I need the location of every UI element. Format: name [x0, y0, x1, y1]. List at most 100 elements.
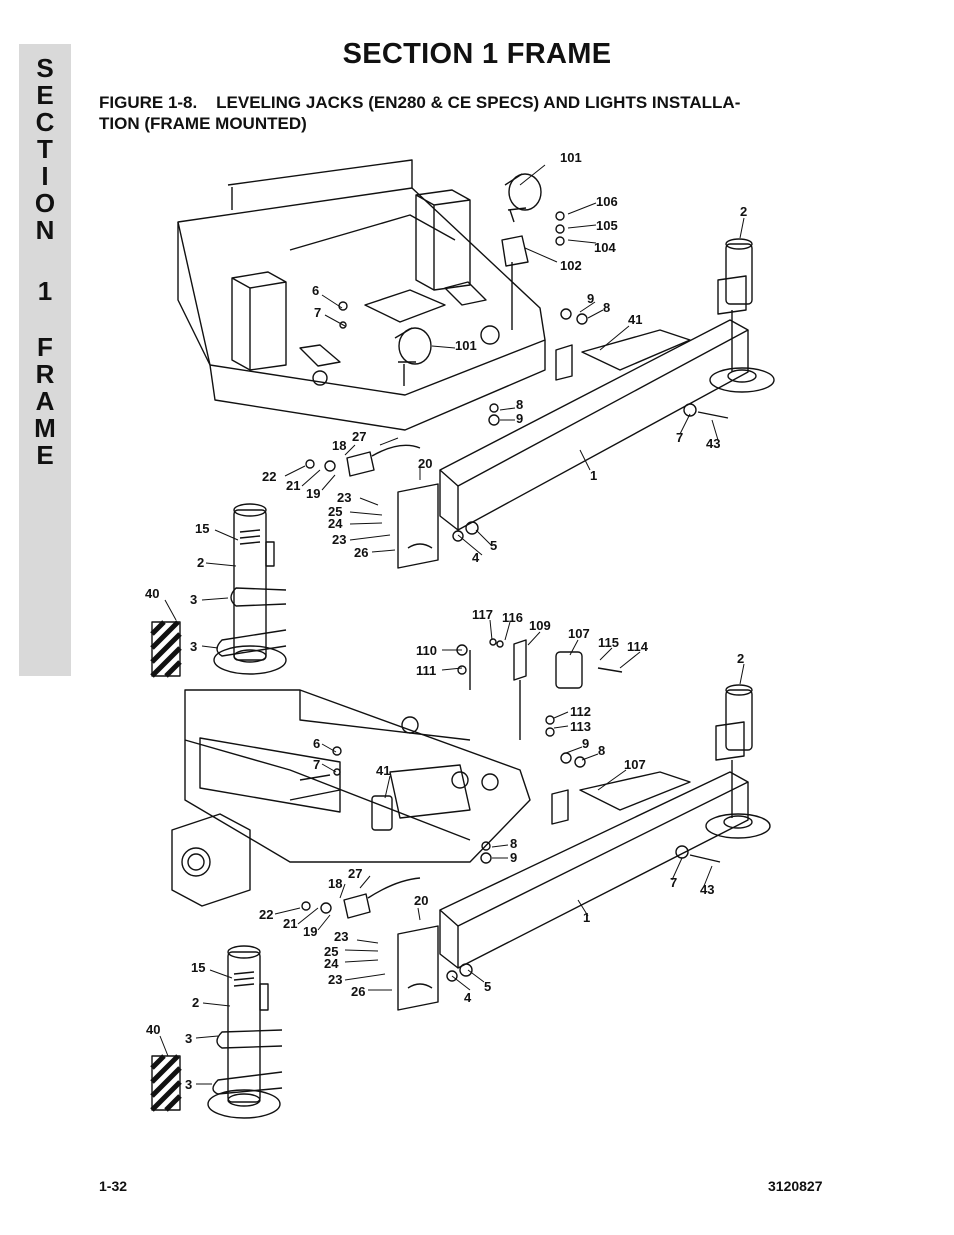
callout-label: 23 [332, 532, 346, 547]
callout-label: 19 [306, 486, 320, 501]
callout-label: 22 [259, 907, 273, 922]
callout-label: 107 [568, 626, 590, 641]
callout-label: 110 [416, 643, 437, 658]
callout-label: 23 [328, 972, 342, 987]
callout-label: 114 [627, 639, 649, 654]
figure-title-line: TION (FRAME MOUNTED) [99, 114, 307, 133]
side-tab-letter: F [37, 332, 53, 362]
callout-label: 115 [598, 635, 619, 650]
callout-label: 7 [314, 305, 321, 320]
callout-label: 4 [472, 550, 480, 565]
callout-label: 3 [190, 592, 197, 607]
top-callouts: 101 106 105 104 102 2 6 7 9 8 41 101 8 9… [145, 150, 747, 654]
callout-label: 3 [185, 1031, 192, 1046]
callout-label: 21 [283, 916, 297, 931]
figure-title: FIGURE 1-8. LEVELING JACKS (EN280 & CE S… [99, 92, 819, 134]
side-tab-letter: M [34, 413, 56, 443]
callout-label: 41 [628, 312, 642, 327]
callout-label: 8 [603, 300, 610, 315]
callout-label: 26 [351, 984, 365, 999]
side-tab-letter: I [41, 161, 49, 191]
callout-label: 23 [334, 929, 348, 944]
callout-label: 7 [313, 757, 320, 772]
callout-label: 113 [570, 719, 591, 734]
side-tab-letter: A [35, 386, 55, 416]
work-light-icon [394, 173, 542, 386]
callout-label: 101 [455, 338, 477, 353]
callout-label: 25 [324, 944, 338, 959]
callout-label: 102 [560, 258, 582, 273]
side-tab-letter: R [35, 359, 55, 389]
callout-label: 105 [596, 218, 618, 233]
callout-label: 9 [582, 736, 589, 751]
figure-title-line: FIGURE 1-8. LEVELING JACKS (EN280 & CE S… [99, 93, 741, 112]
callout-label: 20 [418, 456, 432, 471]
callout-label: 43 [700, 882, 714, 897]
callout-label: 9 [516, 411, 523, 426]
side-tab-letter: 1 [37, 276, 53, 306]
callout-label: 27 [348, 866, 362, 881]
top-frame-assembly [150, 159, 775, 678]
callout-label: 26 [354, 545, 368, 560]
callout-label: 19 [303, 924, 317, 939]
callout-label: 112 [570, 704, 591, 719]
callout-label: 6 [313, 736, 320, 751]
side-tab-letter: S [36, 53, 54, 83]
callout-label: 27 [352, 429, 366, 444]
callout-label: 3 [185, 1077, 192, 1092]
callout-label: 24 [324, 956, 339, 971]
callout-label: 21 [286, 478, 300, 493]
callout-label: 8 [510, 836, 517, 851]
callout-label: 107 [624, 757, 646, 772]
callout-label: 7 [676, 430, 683, 445]
callout-label: 101 [560, 150, 582, 165]
callout-label: 4 [464, 990, 472, 1005]
callout-label: 15 [195, 521, 209, 536]
side-tab-letter: N [35, 215, 55, 245]
callout-label: 8 [516, 397, 523, 412]
callout-label: 24 [328, 516, 343, 531]
callout-label: 43 [706, 436, 720, 451]
callout-label: 106 [596, 194, 618, 209]
callout-label: 116 [502, 610, 523, 625]
callout-label: 18 [332, 438, 346, 453]
bottom-frame-assembly [150, 619, 771, 1119]
callout-label: 1 [590, 468, 597, 483]
callout-label: 18 [328, 876, 342, 891]
callout-label: 25 [328, 504, 342, 519]
callout-label: 22 [262, 469, 276, 484]
side-tab-letter: E [36, 80, 54, 110]
bottom-callouts: 117 116 109 107 115 114 2 110 111 112 11… [146, 607, 744, 1092]
callout-label: 104 [594, 240, 616, 255]
side-tab-letter: C [35, 107, 55, 137]
callout-label: 7 [670, 875, 677, 890]
callout-label: 117 [472, 607, 493, 622]
side-tab-letter: T [37, 134, 53, 164]
page-number: 1-32 [99, 1178, 128, 1194]
callout-label: 1 [583, 910, 590, 925]
callout-label: 2 [737, 651, 744, 666]
callout-label: 5 [490, 538, 497, 553]
callout-label: 9 [510, 850, 517, 865]
document-number: 3120827 [768, 1178, 823, 1194]
callout-label: 6 [312, 283, 319, 298]
side-tab-letter: E [36, 440, 54, 470]
page-title: SECTION 1 FRAME [342, 38, 612, 70]
callout-label: 2 [197, 555, 204, 570]
callout-label: 109 [529, 618, 551, 633]
section-side-tab: S E C T I O N 1 F R A M E [19, 44, 71, 676]
callout-label: 20 [414, 893, 428, 908]
callout-label: 40 [146, 1022, 160, 1037]
callout-label: 9 [587, 291, 594, 306]
callout-label: 8 [598, 743, 605, 758]
callout-label: 5 [484, 979, 491, 994]
callout-label: 3 [190, 639, 197, 654]
callout-label: 2 [192, 995, 199, 1010]
callout-label: 23 [337, 490, 351, 505]
callout-label: 40 [145, 586, 159, 601]
callout-label: 2 [740, 204, 747, 219]
side-tab-letter: O [34, 188, 56, 218]
callout-label: 15 [191, 960, 205, 975]
callout-label: 41 [376, 763, 390, 778]
